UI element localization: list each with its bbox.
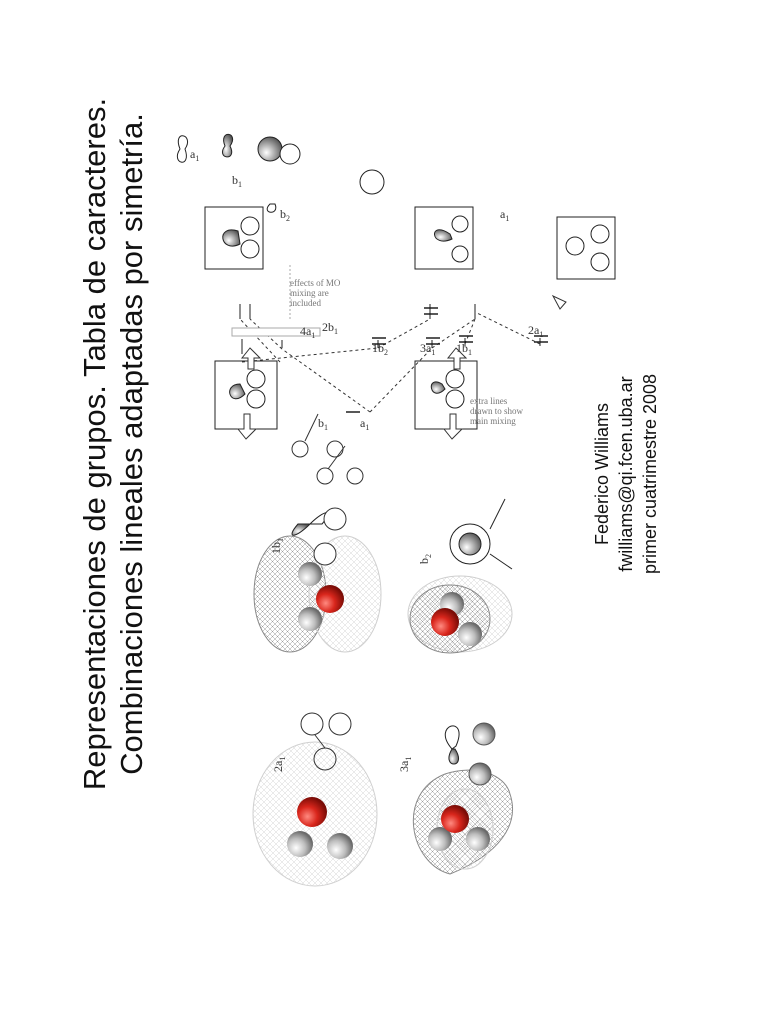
oxygen-atom xyxy=(431,608,459,636)
frag-label-b1-top: b1 xyxy=(232,173,242,189)
hydrogen-atom xyxy=(466,827,490,851)
level-label-2b1: 2b1 xyxy=(322,320,338,336)
hydrogen-atom xyxy=(428,827,452,851)
label-1b1: 1b1 xyxy=(269,538,285,554)
hydrogen-atom xyxy=(327,833,353,859)
author-block: Federico Williams fwilliams@qi.fcen.uba.… xyxy=(590,324,662,624)
frag-label-a1-low: a1 xyxy=(500,207,509,223)
frag-label-a1-top: a1 xyxy=(190,147,199,163)
oxygen-atom xyxy=(441,805,469,833)
lcao-sketch-b2 xyxy=(449,498,513,570)
label-2a1: 2a1 xyxy=(271,757,287,772)
frag-label-b1: b1 xyxy=(318,416,328,432)
author-term: primer cuatrimestre 2008 xyxy=(640,373,660,575)
lcao-sketch-3a1 xyxy=(444,722,496,786)
level-label-4a1: 4a1 xyxy=(300,324,315,340)
frag-label-a1: a1 xyxy=(360,416,369,432)
hydrogen-atom xyxy=(298,607,322,631)
lcao-sketch-1b1 xyxy=(291,507,347,566)
orbital-b2: b2 xyxy=(407,498,513,654)
mo-diagram xyxy=(177,133,616,485)
label-b2: b2 xyxy=(417,554,433,564)
note-mixing: effects of MO mixing are included xyxy=(290,278,343,308)
level-label-3a1: 3a1 xyxy=(420,341,435,357)
lcao-sketch-2a1 xyxy=(300,712,352,771)
hydrogen-atom xyxy=(458,622,482,646)
fragment-box xyxy=(414,360,478,430)
note-extra-lines: extra lines drawn to show main mixing xyxy=(470,396,525,426)
orbital-1b1: 1b1 xyxy=(253,507,382,653)
level-label-1b2: 1b2 xyxy=(372,341,388,357)
oxygen-atom xyxy=(297,797,327,827)
orbital-2a1: 2a1 xyxy=(252,712,378,887)
hydrogen-atom xyxy=(287,831,313,857)
author-name: Federico Williams xyxy=(592,402,612,546)
oxygen-atom xyxy=(316,585,344,613)
level-label-1b1: 1b1 xyxy=(456,341,472,357)
author-email[interactable]: fwilliams@qi.fcen.uba.ar xyxy=(616,376,636,572)
fragment-box xyxy=(556,216,616,280)
orbital-3a1: 3a1 xyxy=(397,722,513,875)
label-3a1: 3a1 xyxy=(397,757,413,772)
level-label-2a1: 2a1 xyxy=(528,323,543,339)
frag-label-b2-top: b2 xyxy=(280,207,290,223)
hydrogen-atom xyxy=(298,562,322,586)
